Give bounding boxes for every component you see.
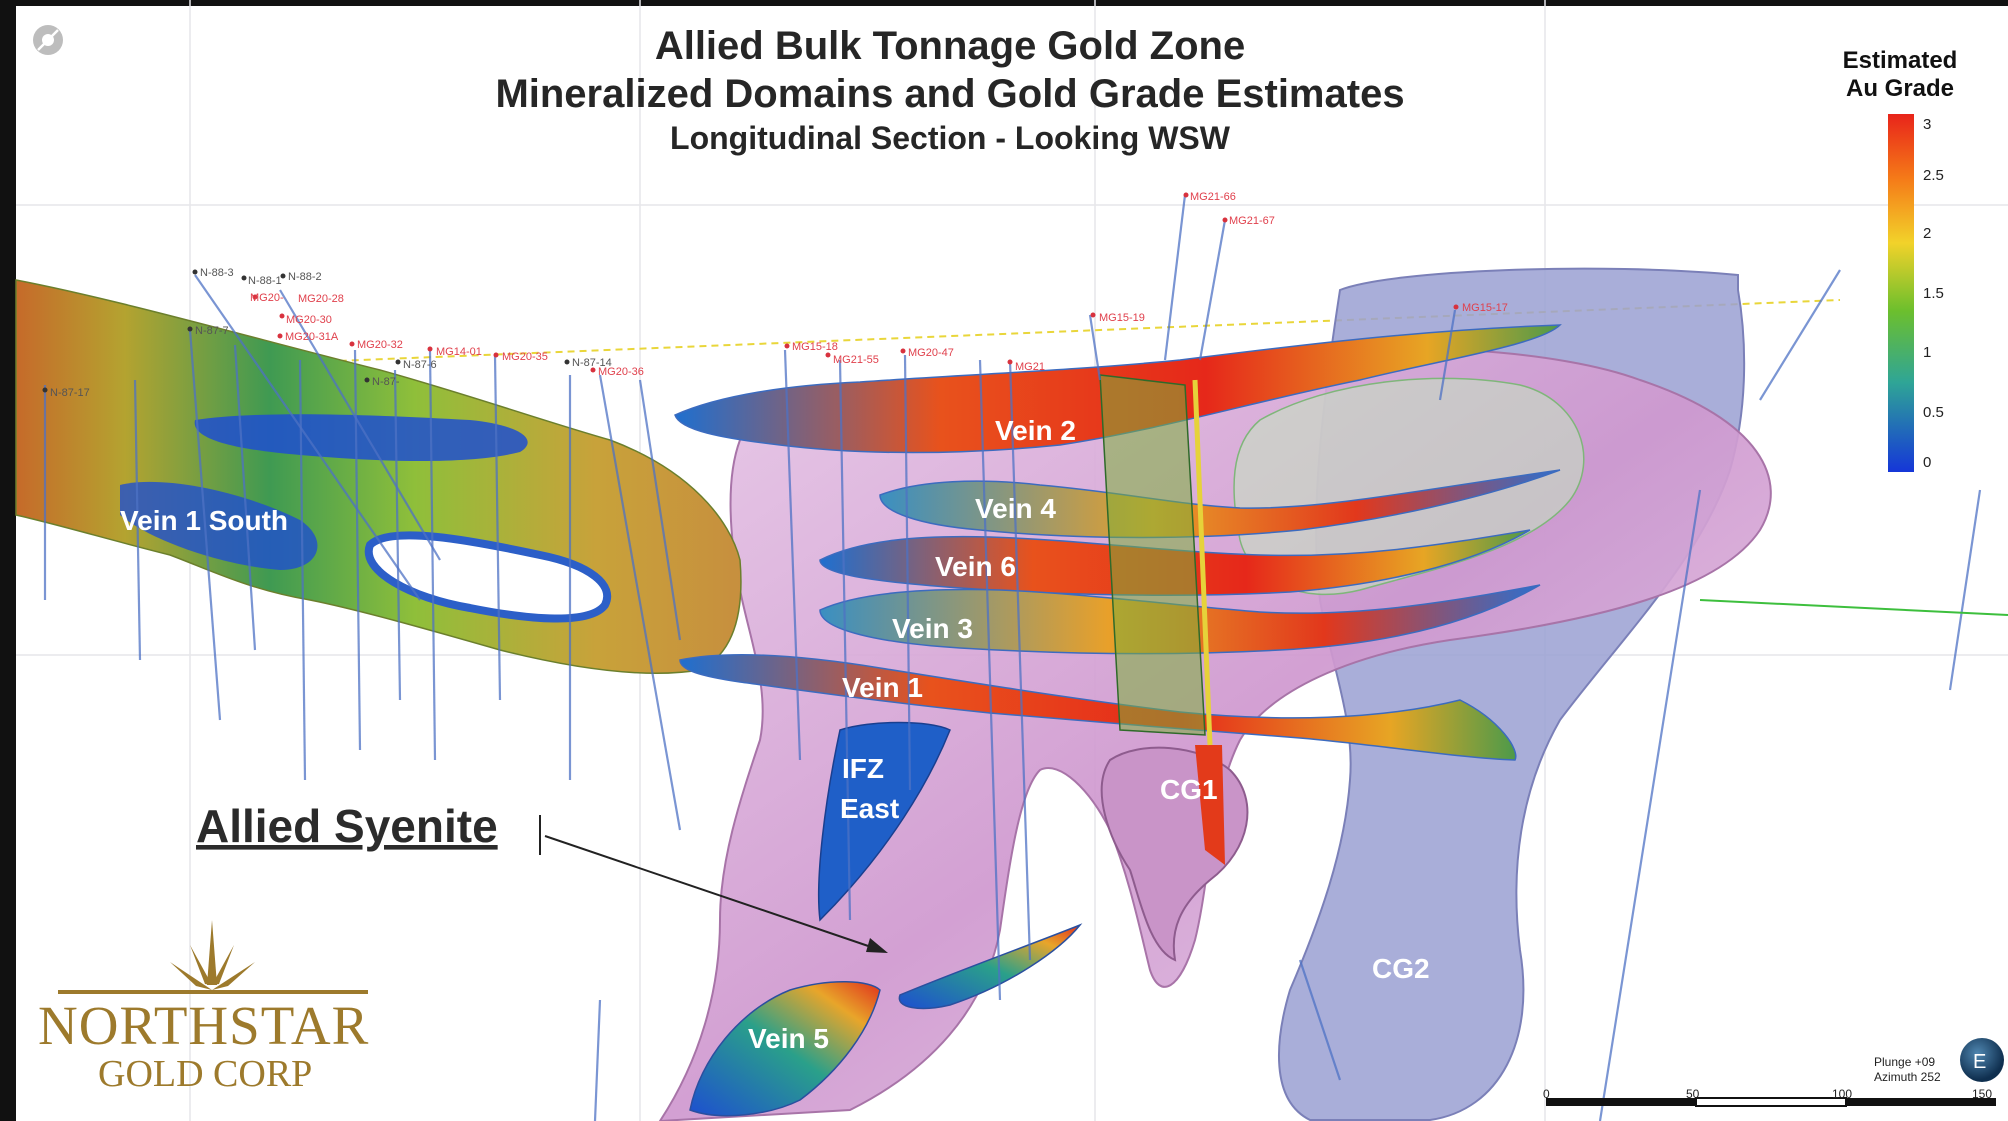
title-line-2: Mineralized Domains and Gold Grade Estim…	[495, 72, 1405, 116]
label-vein-5: Vein 5	[748, 1023, 829, 1054]
vein-4-sheet	[879, 469, 1561, 539]
title-line-3: Longitudinal Section - Looking WSW	[670, 120, 1230, 156]
drillhole-collars-old	[42, 269, 570, 393]
view-orientation: Plunge +09 Azimuth 252	[1874, 1055, 1941, 1084]
label-mg21-55: MG21-55	[833, 354, 879, 366]
label-vein-1-south: Vein 1 South	[120, 505, 288, 536]
label-mg21-66: MG21-66	[1190, 191, 1236, 203]
scale-bar: 0 50 100 150	[1543, 1087, 1996, 1107]
label-vein-2: Vein 2	[995, 415, 1076, 446]
central-fault-trace	[1192, 379, 1213, 746]
label-mg20-32: MG20-32	[357, 339, 403, 351]
label-cg1: CG1	[1160, 774, 1218, 805]
label-mg14-01: MG14-01	[436, 346, 482, 358]
vein-1-south-hole	[364, 531, 612, 623]
label-n-88-1: N-88-1	[248, 275, 282, 287]
callout-arrow-line	[544, 835, 881, 951]
drillhole-collars	[252, 192, 1459, 373]
label-n-87: N-87-	[372, 376, 400, 388]
label-cg2: CG2	[1372, 953, 1430, 984]
label-n-87-6: N-87-6	[403, 359, 437, 371]
small-vein-sheet	[898, 923, 1083, 1010]
drillholes	[43, 194, 1982, 1121]
viewer-settings-icon[interactable]	[33, 25, 63, 55]
label-mg20-35: MG20-35	[502, 351, 548, 363]
vein-1-south-blue-lobe	[120, 481, 318, 570]
label-n-87-17: N-87-17	[50, 387, 90, 399]
legend-tick-0: 0	[1923, 454, 1931, 471]
domain-labels: Vein 1 South Vein 2 Vein 4 Vein 6 Vein 3…	[120, 415, 1430, 1054]
label-vein-6: Vein 6	[935, 551, 1016, 582]
scale-tick-150: 150	[1972, 1087, 1992, 1101]
label-vein-1: Vein 1	[842, 672, 923, 703]
legend-tick-2-5: 2.5	[1923, 167, 1944, 184]
vein-5-sheet	[689, 981, 881, 1117]
label-n-87-7: N-87-7	[195, 325, 229, 337]
label-n-88-3: N-88-3	[200, 267, 234, 279]
legend-tick-3: 3	[1923, 116, 1931, 133]
legend-ticks: 3 2.5 2 1.5 1 0.5 0	[1923, 116, 1944, 471]
legend-tick-1: 1	[1923, 344, 1931, 361]
label-mg20-47: MG20-47	[908, 347, 954, 359]
compass-icon	[1960, 1038, 2004, 1082]
allied-syenite-callout: Allied Syenite	[196, 800, 498, 852]
vein-1-south-blue-patch	[194, 414, 528, 461]
label-mg20-28: MG20-28	[298, 293, 344, 305]
label-mg20-31a: MG20-31A	[285, 331, 339, 343]
vein-1-sheet	[679, 653, 1517, 761]
label-mg20: MG20-	[250, 292, 284, 304]
label-vein-4: Vein 4	[975, 493, 1056, 524]
drillhole-labels: MG21-66 MG21-67 MG15-19 MG15-17 MG15-18 …	[50, 191, 1508, 399]
legend-tick-0-5: 0.5	[1923, 404, 1944, 421]
northstar-star-icon	[58, 920, 368, 994]
scale-tick-0: 0	[1543, 1087, 1550, 1101]
label-mg15-17: MG15-17	[1462, 302, 1508, 314]
label-n-88-2: N-88-2	[288, 271, 322, 283]
azimuth-readout: Azimuth 252	[1874, 1070, 1941, 1084]
central-fault-plane	[1099, 374, 1206, 736]
logo-northstar: NORTHSTAR	[38, 995, 370, 1056]
title-line-1: Allied Bulk Tonnage Gold Zone	[654, 24, 1246, 68]
scale-tick-50: 50	[1686, 1087, 1700, 1101]
callout-arrowhead	[866, 938, 888, 953]
label-mg20-36: MG20-36	[598, 366, 644, 378]
plunge-readout: Plunge +09	[1874, 1055, 1935, 1069]
legend-title-line-1: Estimated	[1842, 47, 1958, 74]
label-mg21: MG21	[1015, 361, 1045, 373]
legend-tick-1-5: 1.5	[1923, 285, 1944, 302]
scale-tick-100: 100	[1832, 1087, 1852, 1101]
label-mg20-30: MG20-30	[286, 314, 332, 326]
compass-letter: E	[1973, 1051, 1986, 1073]
label-ifz-east: East	[840, 793, 899, 824]
cg1-red-sliver	[1195, 745, 1225, 865]
label-n-87-14: N-87-14	[572, 357, 612, 369]
label-ifz: IFZ	[842, 753, 884, 784]
ifz-east-fault	[817, 721, 951, 922]
label-mg21-67: MG21-67	[1229, 215, 1275, 227]
green-survey-line	[1699, 599, 2008, 616]
legend-color-bar	[1888, 114, 1914, 472]
legend-tick-2: 2	[1923, 225, 1931, 242]
label-mg15-19: MG15-19	[1099, 312, 1145, 324]
legend-title-line-2: Au Grade	[1845, 75, 1955, 102]
label-mg15-18: MG15-18	[792, 341, 838, 353]
logo-gold-corp: GOLD CORP	[98, 1053, 313, 1095]
label-vein-3: Vein 3	[892, 613, 973, 644]
